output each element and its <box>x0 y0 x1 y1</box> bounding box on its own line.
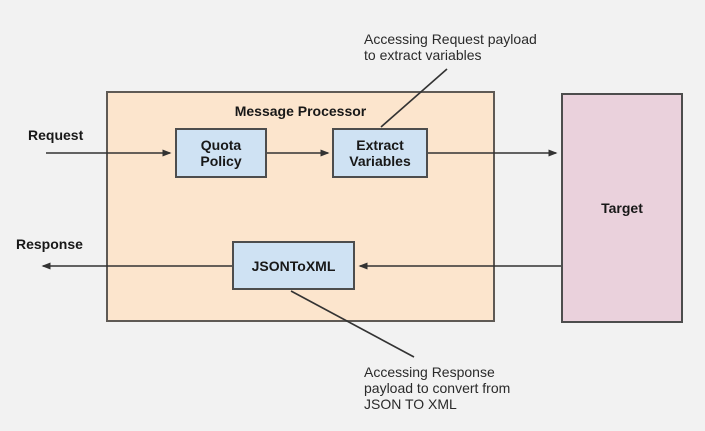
quota-policy-label: Quota Policy <box>200 137 242 169</box>
json-to-xml-node: JSONToXML <box>232 241 355 290</box>
response-payload-annotation: Accessing Response payload to convert fr… <box>364 364 511 412</box>
response-flow-label: Response <box>16 236 83 252</box>
request-payload-annotation: Accessing Request payload to extract var… <box>364 31 537 63</box>
target-node: Target <box>561 93 683 323</box>
request-flow-label: Request <box>28 127 84 143</box>
json-to-xml-label: JSONToXML <box>251 257 336 274</box>
target-label: Target <box>601 200 643 216</box>
message-processor-title: Message Processor <box>234 103 367 119</box>
extract-variables-node: Extract Variables <box>332 128 428 178</box>
quota-policy-node: Quota Policy <box>175 128 267 178</box>
extract-variables-label: Extract Variables <box>349 137 411 169</box>
